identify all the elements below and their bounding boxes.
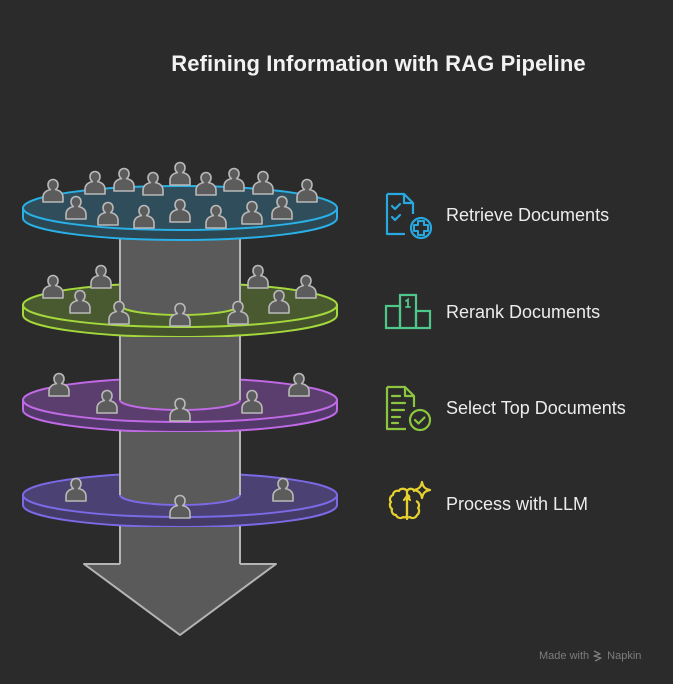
person-icon — [252, 170, 274, 195]
person-icon — [42, 178, 64, 203]
podium-ranking-icon — [384, 293, 432, 330]
page-title: Refining Information with RAG Pipeline — [171, 51, 586, 76]
arrow-head — [83, 563, 277, 636]
person-icon — [288, 372, 310, 397]
stage-label: Retrieve Documents — [446, 204, 610, 225]
person-icon — [48, 372, 70, 397]
person-icon — [42, 274, 64, 299]
made-with-label: Made with — [539, 650, 590, 662]
stage-select: Select Top Documents — [383, 383, 626, 433]
napkin-logo-icon — [593, 650, 602, 662]
person-icon — [247, 264, 269, 289]
person-icon — [90, 264, 112, 289]
stage-retrieve: Retrieve Documents — [383, 190, 609, 240]
person-icon — [296, 178, 318, 203]
brain-sparkle-icon — [388, 480, 432, 521]
person-icon — [295, 274, 317, 299]
pillar-segments — [119, 240, 241, 567]
document-checklist-plus-icon — [385, 192, 433, 240]
person-icon — [169, 161, 191, 186]
stage-label: Rerank Documents — [446, 301, 601, 322]
stage-label: Select Top Documents — [446, 397, 626, 418]
napkin-brand: Napkin — [607, 650, 642, 662]
stage-rerank: Rerank Documents — [383, 287, 600, 337]
stage-label: Process with LLM — [446, 493, 589, 514]
person-icon — [223, 167, 245, 192]
person-icon — [142, 171, 164, 196]
person-icon — [84, 170, 106, 195]
footer-credit[interactable]: Made with Napkin — [539, 650, 641, 662]
person-icon — [113, 167, 135, 192]
stage-process: Process with LLM — [383, 479, 588, 529]
document-check-icon — [385, 385, 432, 432]
person-icon — [195, 171, 217, 196]
